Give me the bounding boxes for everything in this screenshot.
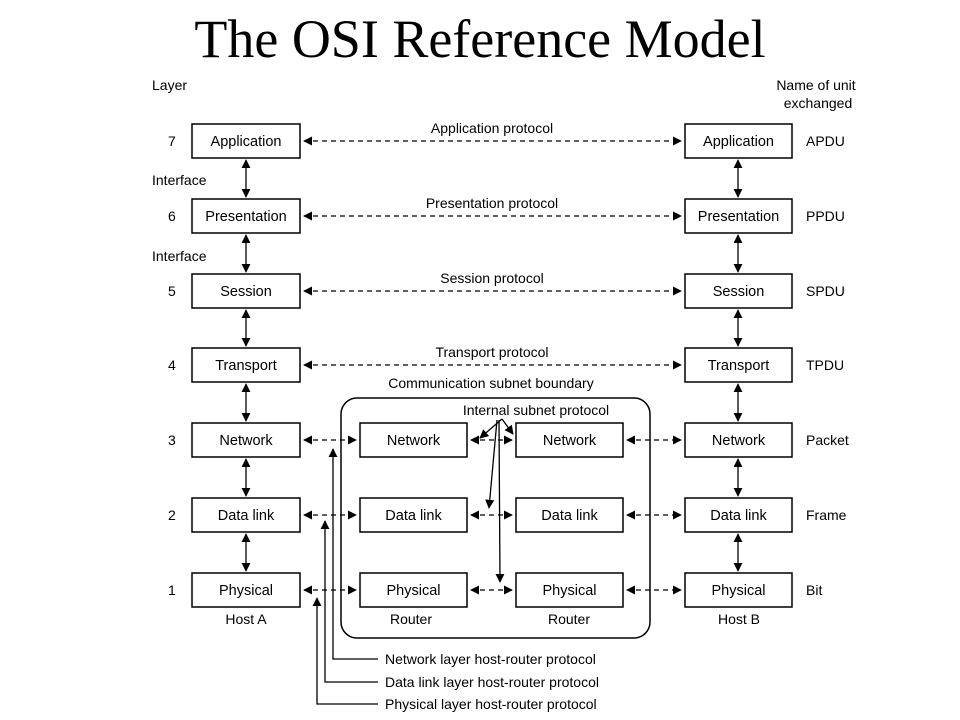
interface-label-7-6: Interface [152, 172, 207, 188]
interface-label-6-5: Interface [152, 248, 207, 264]
router-2-data-link-label: Data link [541, 508, 598, 524]
host-a-data-link-label: Data link [218, 508, 275, 524]
host-b-session-box [684, 273, 793, 309]
host-a-presentation-label: Presentation [205, 209, 286, 225]
host-b-session-label: Session [713, 284, 765, 300]
host-a-application-box [191, 123, 301, 159]
host-b-physical-label: Physical [712, 583, 766, 599]
router-1-physical-box [359, 572, 468, 608]
router-1-data-link-box [359, 497, 468, 533]
router-1-network-label: Network [387, 433, 441, 449]
internal-pointer-physical [495, 419, 505, 583]
subnet-boundary-label: Communication subnet boundary [388, 375, 593, 391]
host-a-label: Host A [225, 611, 267, 627]
unit-physical: Bit [806, 582, 822, 598]
host-b-presentation-box [684, 198, 793, 234]
protocol-label-session: Session protocol [440, 270, 544, 286]
host-b-application-box [684, 123, 793, 159]
host-a-session-box [191, 273, 301, 309]
host-a-transport-box [191, 347, 301, 383]
unit-transport: TPDU [806, 357, 844, 373]
host-b-data-link-label: Data link [710, 508, 767, 524]
unit-network: Packet [806, 432, 849, 448]
unit-header-line2: exchanged [784, 95, 853, 111]
unit-presentation: PPDU [806, 208, 845, 224]
router-2-network-label: Network [543, 433, 597, 449]
host-b-data-link-box [684, 497, 793, 533]
host-a-physical-box [191, 572, 301, 608]
physical-host-router-label: Physical layer host-router protocol [385, 696, 597, 712]
router-2-label: Router [548, 611, 590, 627]
host-b-physical-box [684, 572, 793, 608]
layer-number-3: 3 [168, 432, 176, 448]
internal-pointer-network-right [501, 418, 514, 435]
network-host-router-line [328, 448, 378, 660]
host-a-transport-label: Transport [215, 358, 277, 374]
router-1-physical-label: Physical [387, 583, 441, 599]
unit-data-link: Frame [806, 507, 847, 523]
layer-header: Layer [152, 77, 187, 93]
host-b-network-label: Network [712, 433, 766, 449]
router-1-data-link-label: Data link [385, 508, 442, 524]
layer-number-7: 7 [168, 133, 176, 149]
host-a-session-label: Session [220, 284, 272, 300]
layer-number-1: 1 [168, 582, 176, 598]
page-title: The OSI Reference Model [194, 9, 766, 69]
host-a-network-label: Network [219, 433, 273, 449]
host-b-transport-label: Transport [708, 358, 770, 374]
host-a-presentation-box [191, 198, 301, 234]
host-b-transport-box [684, 347, 793, 383]
layer-number-2: 2 [168, 507, 176, 523]
router-2-physical-box [515, 572, 624, 608]
internal-pointer-datalink [485, 419, 498, 509]
network-host-router-label: Network layer host-router protocol [385, 651, 596, 667]
protocol-label-application: Application protocol [431, 120, 553, 136]
datalink-host-router-label: Data link layer host-router protocol [385, 674, 599, 690]
internal-pointer-network-left [479, 418, 503, 439]
internal-subnet-protocol-label: Internal subnet protocol [463, 402, 609, 418]
protocol-label-transport: Transport protocol [435, 344, 548, 360]
router-2-data-link-box [515, 497, 624, 533]
layer-number-6: 6 [168, 208, 176, 224]
layer-number-4: 4 [168, 357, 176, 373]
router-2-physical-label: Physical [543, 583, 597, 599]
host-a-data-link-box [191, 497, 301, 533]
router-1-label: Router [390, 611, 432, 627]
host-b-label: Host B [718, 611, 760, 627]
datalink-host-router-line [320, 520, 378, 683]
host-a-network-box [191, 422, 301, 458]
physical-host-router-line [312, 597, 378, 705]
unit-session: SPDU [806, 283, 845, 299]
layer-rows: 7 Application Application APDU Application p… [168, 120, 849, 608]
unit-header-line1: Name of unit [776, 77, 855, 93]
host-b-network-box [684, 422, 793, 458]
unit-application: APDU [806, 133, 845, 149]
host-b-presentation-label: Presentation [698, 209, 779, 225]
host-a-application-label: Application [211, 134, 282, 150]
layer-number-5: 5 [168, 283, 176, 299]
host-a-physical-label: Physical [219, 583, 273, 599]
host-b-application-label: Application [703, 134, 774, 150]
router-1-network-box [359, 422, 468, 458]
protocol-label-presentation: Presentation protocol [426, 195, 558, 211]
router-2-network-box [515, 422, 624, 458]
